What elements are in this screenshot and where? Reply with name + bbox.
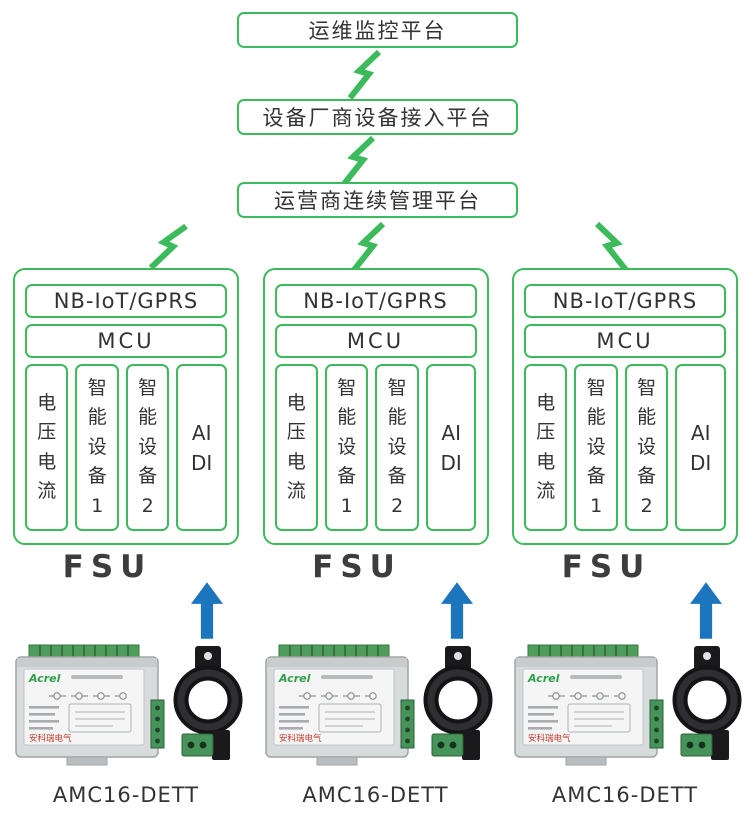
fsu-box: NB-IoT/GPRS MCU 电 压 电 流 智 能 设 备 1 智 能 设 … — [512, 268, 738, 545]
fsu-column-smart-device-1: 智 能 设 备 1 — [574, 364, 618, 531]
ct-sensor-illustration — [672, 646, 742, 760]
device-illustration: Acrel 安科瑞电气 — [15, 644, 243, 766]
fsu-label: FSU — [62, 549, 153, 585]
fsu-mcu-label: MCU — [97, 329, 155, 353]
fsu-column-smart-device-1: 智 能 设 备 1 — [324, 364, 369, 531]
lightning-icon — [148, 223, 188, 270]
fsu-column-smart-device-2: 智 能 设 备 2 — [375, 364, 419, 531]
fsu-radio-label: NB-IoT/GPRS — [53, 289, 199, 313]
platform-box-vendor-access: 设备厂商设备接入平台 — [237, 99, 518, 135]
fsu-radio-module: NB-IoT/GPRS — [274, 284, 477, 318]
fsu-mcu-module: MCU — [524, 324, 726, 358]
fsu-column-ai-di: AI DI — [176, 364, 227, 531]
fsu-label: FSU — [561, 549, 652, 585]
fsu-io-columns: 电 压 电 流 智 能 设 备 1 智 能 设 备 2 AI DI — [25, 364, 227, 531]
ct-sensor-illustration — [423, 646, 492, 760]
acrel-logo: Acrel — [278, 672, 311, 685]
fsu-io-columns: 电 压 电 流 智 能 设 备 1 智 能 设 备 2 AI DI — [274, 364, 477, 531]
acrel-logo: Acrel — [527, 672, 560, 685]
fsu-unit: NB-IoT/GPRS MCU 电 压 电 流 智 能 设 备 1 智 能 设 … — [512, 268, 742, 818]
acrel-logo: Acrel — [28, 672, 61, 685]
fsu-box: NB-IoT/GPRS MCU 电 压 电 流 智 能 设 备 1 智 能 设 … — [13, 268, 239, 545]
fsu-radio-module: NB-IoT/GPRS — [25, 284, 227, 318]
fsu-column-voltage-current: 电 压 电 流 — [524, 364, 568, 531]
fsu-box: NB-IoT/GPRS MCU 电 压 电 流 智 能 设 备 1 智 能 设 … — [262, 268, 489, 545]
fsu-mcu-module: MCU — [25, 324, 227, 358]
lightning-icon — [594, 222, 629, 272]
up-arrow-icon — [191, 582, 223, 639]
fsu-mcu-label: MCU — [346, 329, 405, 353]
brand-text: 安科瑞电气 — [528, 733, 571, 744]
fsu-radio-label: NB-IoT/GPRS — [303, 289, 448, 313]
ct-sensor-illustration — [173, 646, 243, 760]
fsu-io-columns: 电 压 电 流 智 能 设 备 1 智 能 设 备 2 AI DI — [524, 364, 726, 531]
fsu-radio-label: NB-IoT/GPRS — [552, 289, 698, 313]
meter-illustration: Acrel 安科瑞电气 — [264, 644, 414, 766]
device-model-label: AMC16-DETT — [52, 783, 200, 807]
fsu-column-voltage-current: 电 压 电 流 — [25, 364, 69, 531]
lightning-icon — [341, 136, 376, 186]
fsu-column-ai-di: AI DI — [425, 364, 477, 531]
fsu-radio-module: NB-IoT/GPRS — [524, 284, 726, 318]
brand-text: 安科瑞电气 — [279, 733, 322, 744]
fsu-column-smart-device-1: 智 能 设 备 1 — [75, 364, 119, 531]
device-illustration: Acrel 安科瑞电气 — [264, 644, 492, 766]
device-model-label: AMC16-DETT — [551, 783, 699, 807]
up-arrow-icon — [440, 582, 473, 639]
meter-illustration: Acrel 安科瑞电气 — [514, 644, 664, 766]
fsu-unit: NB-IoT/GPRS MCU 电 压 电 流 智 能 设 备 1 智 能 设 … — [13, 268, 243, 818]
fsu-units-row: NB-IoT/GPRS MCU 电 压 电 流 智 能 设 备 1 智 能 设 … — [0, 268, 751, 818]
device-model-label: AMC16-DETT — [302, 783, 449, 807]
fsu-column-ai-di: AI DI — [675, 364, 726, 531]
fsu-column-smart-device-2: 智 能 设 备 2 — [624, 364, 669, 531]
platform-box-ops-monitoring: 运维监控平台 — [237, 12, 518, 48]
fsu-column-smart-device-2: 智 能 设 备 2 — [125, 364, 170, 531]
fsu-unit: NB-IoT/GPRS MCU 电 压 电 流 智 能 设 备 1 智 能 设 … — [262, 268, 492, 818]
fsu-label: FSU — [312, 549, 402, 585]
brand-text: 安科瑞电气 — [29, 733, 72, 744]
lightning-icon — [347, 50, 382, 100]
up-arrow-icon — [690, 582, 722, 639]
fsu-mcu-label: MCU — [596, 329, 654, 353]
fsu-column-voltage-current: 电 压 电 流 — [274, 364, 318, 531]
lightning-icon — [351, 222, 386, 272]
platform-box-operator-management: 运营商连续管理平台 — [237, 182, 518, 218]
fsu-mcu-module: MCU — [274, 324, 477, 358]
meter-illustration: Acrel 安科瑞电气 — [15, 644, 165, 766]
device-illustration: Acrel 安科瑞电气 — [514, 644, 742, 766]
